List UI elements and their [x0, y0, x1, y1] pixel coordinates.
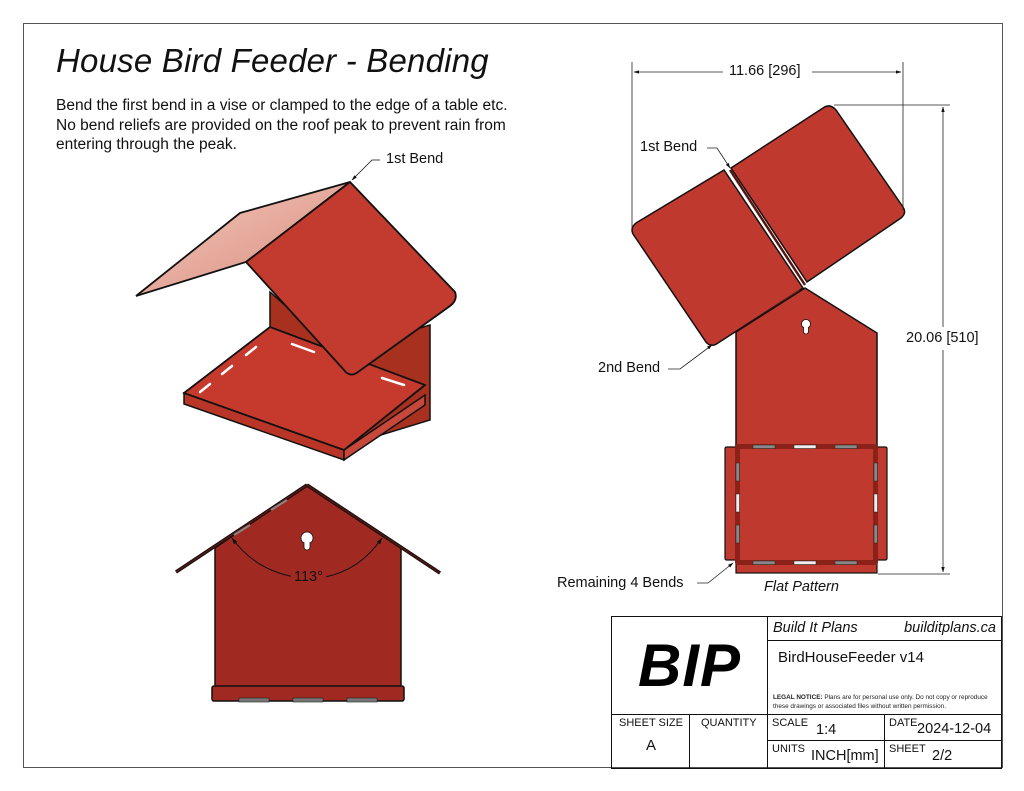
remaining-bends-callout: Remaining 4 Bends [557, 575, 684, 591]
iso-first-bend-callout: 1st Bend [386, 151, 444, 167]
scale-label: SCALE [772, 717, 809, 729]
legal-notice-text: Plans are for personal use only. Do not … [773, 694, 988, 710]
date-cell: DATE 2024-12-04 [885, 715, 1001, 741]
roof-angle-label: 113° [291, 569, 326, 585]
legal-notice-label: LEGAL NOTICE: [773, 694, 823, 701]
scale-value: 1:4 [816, 722, 837, 738]
drawing-border [23, 23, 1003, 768]
sheet-size-cell: SHEET SIZE A [612, 715, 690, 768]
front-view [175, 483, 441, 703]
width-dimension: 11.66 [296] [726, 63, 804, 79]
flat-pattern-caption: Flat Pattern [764, 579, 839, 595]
bip-logo: BIP [637, 632, 742, 699]
second-bend-callout: 2nd Bend [598, 360, 661, 376]
date-label: DATE [889, 717, 918, 729]
sheet-cell: SHEET 2/2 [885, 741, 1001, 768]
scale-cell: SCALE 1:4 [768, 715, 885, 741]
company-website: builditplans.ca [904, 620, 996, 636]
sheet-size-value: A [646, 737, 657, 754]
quantity-label: QUANTITY [701, 717, 757, 729]
drawing-info: BirdHouseFeeder v14 LEGAL NOTICE: Plans … [768, 641, 1001, 715]
units-cell: UNITS INCH[mm] [768, 741, 885, 768]
quantity-cell: QUANTITY [690, 715, 768, 768]
company-name: Build It Plans [773, 620, 858, 636]
units-label: UNITS [772, 743, 805, 755]
sheet-label: SHEET [889, 743, 926, 755]
date-value: 2024-12-04 [917, 721, 992, 737]
title-block: BIP Build It Plans builditplans.ca BirdH… [611, 616, 1002, 769]
height-dimension: 20.06 [510] [904, 330, 981, 346]
logo-cell: BIP [612, 617, 768, 715]
units-value: INCH[mm] [811, 748, 879, 764]
sheet-value: 2/2 [932, 748, 953, 764]
drawing-name: BirdHouseFeeder v14 [778, 649, 924, 666]
sheet-size-label: SHEET SIZE [619, 717, 683, 729]
isometric-view [135, 159, 457, 462]
company-row: Build It Plans builditplans.ca [768, 617, 1001, 641]
flat-first-bend-callout: 1st Bend [640, 139, 698, 155]
page-title: House Bird Feeder - Bending [56, 42, 489, 79]
bending-instructions: Bend the first bend in a vise or clamped… [56, 97, 508, 153]
flat-pattern-view [631, 62, 950, 584]
legal-notice: LEGAL NOTICE: Plans are for personal use… [773, 693, 999, 711]
